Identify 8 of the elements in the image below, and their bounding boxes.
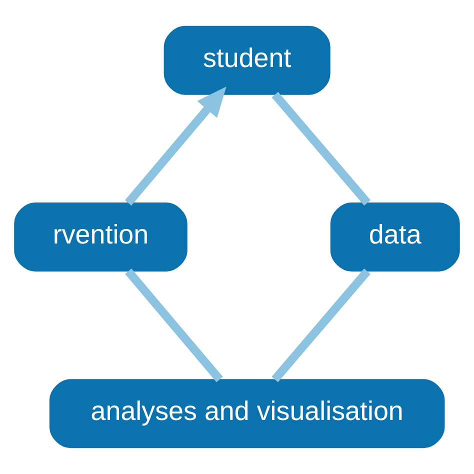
connector [272, 268, 370, 382]
node-box: rvention [14, 202, 188, 272]
node-box: analyses and visualisation [49, 379, 445, 448]
arrow [124, 86, 226, 206]
connector [272, 92, 371, 206]
connector [125, 268, 223, 382]
node-box: data [330, 202, 460, 272]
node-box: student [164, 26, 330, 95]
